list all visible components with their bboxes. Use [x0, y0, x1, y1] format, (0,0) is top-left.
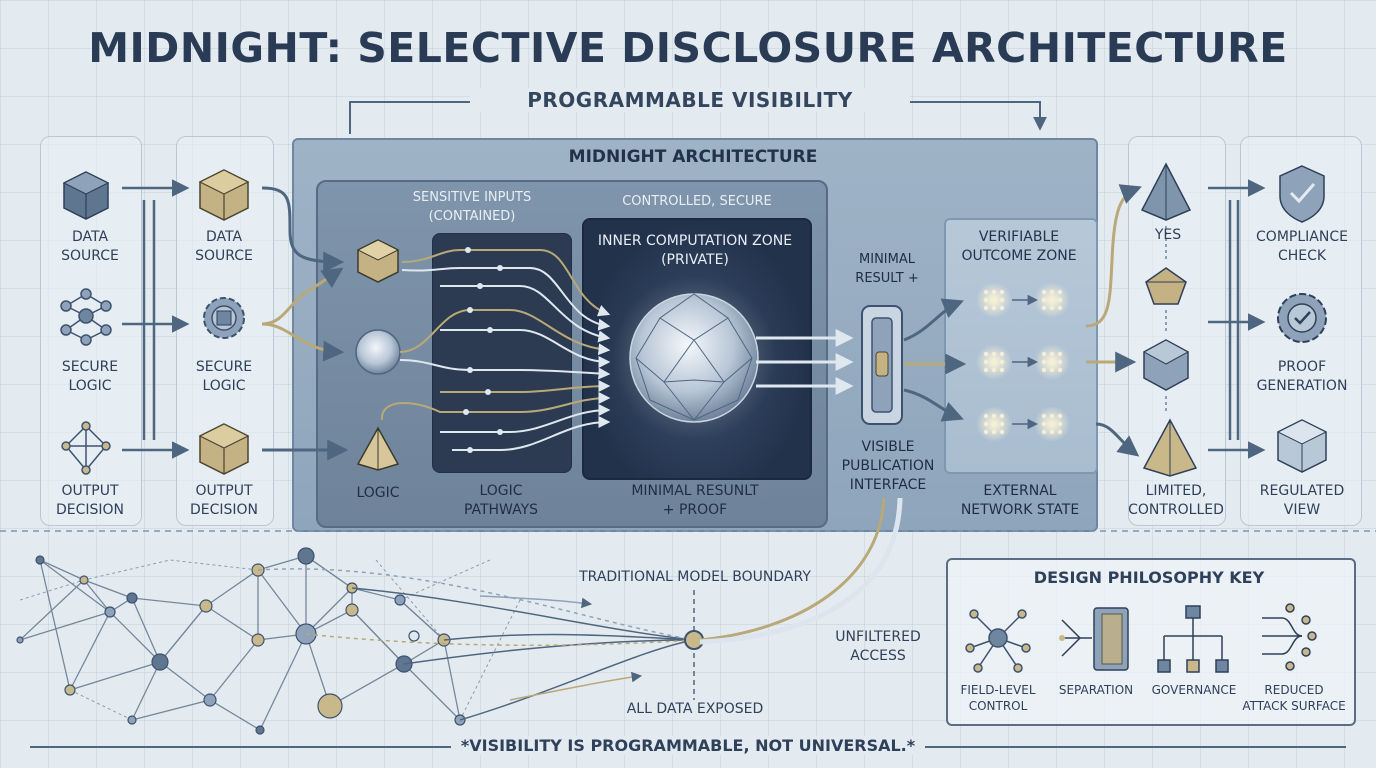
column-connector [122, 179, 190, 459]
input-arrows [261, 186, 349, 461]
key-governance-label: GOVERNANCE [1151, 683, 1237, 697]
reduced-attack-surface-icon [1262, 603, 1317, 671]
controlled-secure-label: CONTROLLED, SECURE [622, 194, 772, 209]
logic-pathways-circuit [380, 249, 611, 451]
private-computation-sphere [612, 276, 776, 440]
yes-pyramid-icon [1140, 162, 1192, 221]
output-decision-gold-cube-icon [198, 423, 250, 475]
limited-pyramid-icon [1142, 418, 1198, 477]
footer-text: *VISIBILITY IS PROGRAMMABLE, NOT UNIVERS… [450, 736, 926, 755]
publication-interface-filter [861, 305, 903, 425]
data-source-cube-icon [62, 171, 110, 220]
data-source-gold-cube-icon [198, 169, 250, 221]
verifiable-outcome-grids [976, 282, 1070, 442]
footer-note: *VISIBILITY IS PROGRAMMABLE, NOT UNIVERS… [0, 736, 1376, 755]
separation-icon [1059, 607, 1129, 671]
logic-pyramid-icon [356, 426, 400, 471]
logic-sphere-icon [355, 329, 401, 375]
page-title: MIDNIGHT: SELECTIVE DISCLOSURE ARCHITECT… [88, 24, 1288, 72]
gem-icon [1145, 267, 1187, 305]
regulated-view-cube-icon [1276, 419, 1328, 473]
verifiable-outcome-zone [944, 218, 1098, 474]
field-level-control-icon [965, 609, 1031, 673]
architecture-title: MIDNIGHT ARCHITECTURE [568, 147, 818, 167]
output-decision-node-icon [61, 421, 111, 475]
secure-logic-gear-icon [203, 297, 245, 339]
logic-cube-icon [356, 239, 400, 283]
outcome-arrows [1085, 184, 1142, 457]
far-right-connector [1208, 179, 1266, 459]
traditional-boundary-label: TRADITIONAL MODEL BOUNDARY [579, 569, 811, 585]
compliance-check-shield-icon [1279, 165, 1325, 223]
logic-label: LOGIC [356, 485, 400, 501]
all-data-exposed-label: ALL DATA EXPOSED [626, 701, 764, 717]
design-philosophy-key-box [946, 558, 1356, 726]
sensitive-inputs-label: SENSITIVE INPUTS(CONTAINED) [412, 190, 532, 224]
limited-controlled-label: LIMITED,CONTROLLED [1128, 483, 1224, 518]
verified-cube-icon [1142, 339, 1190, 391]
secure-logic-network-icon [60, 288, 112, 346]
publication-beam [699, 497, 903, 645]
exposed-data-network [16, 547, 521, 735]
key-separation-label: SEPARATION [1058, 683, 1134, 697]
result-arrows [756, 329, 854, 395]
yes-label: YES [1154, 227, 1182, 243]
proof-generation-gear-icon [1277, 293, 1327, 343]
key-title: DESIGN PHILOSOPHY KEY [1033, 568, 1265, 587]
inner-zone-label: INNER COMPUTATION ZONE(PRIVATE) [597, 233, 793, 268]
unfiltered-access-lines [257, 568, 695, 721]
publication-arrows [903, 298, 967, 422]
pathway-nodes [463, 247, 503, 453]
governance-hierarchy-icon [1157, 605, 1229, 673]
minimal-result-proof-label: MINIMAL RESUNLT+ PROOF [631, 483, 759, 518]
programmable-visibility-label: PROGRAMMABLE VISIBILITY [470, 88, 910, 112]
